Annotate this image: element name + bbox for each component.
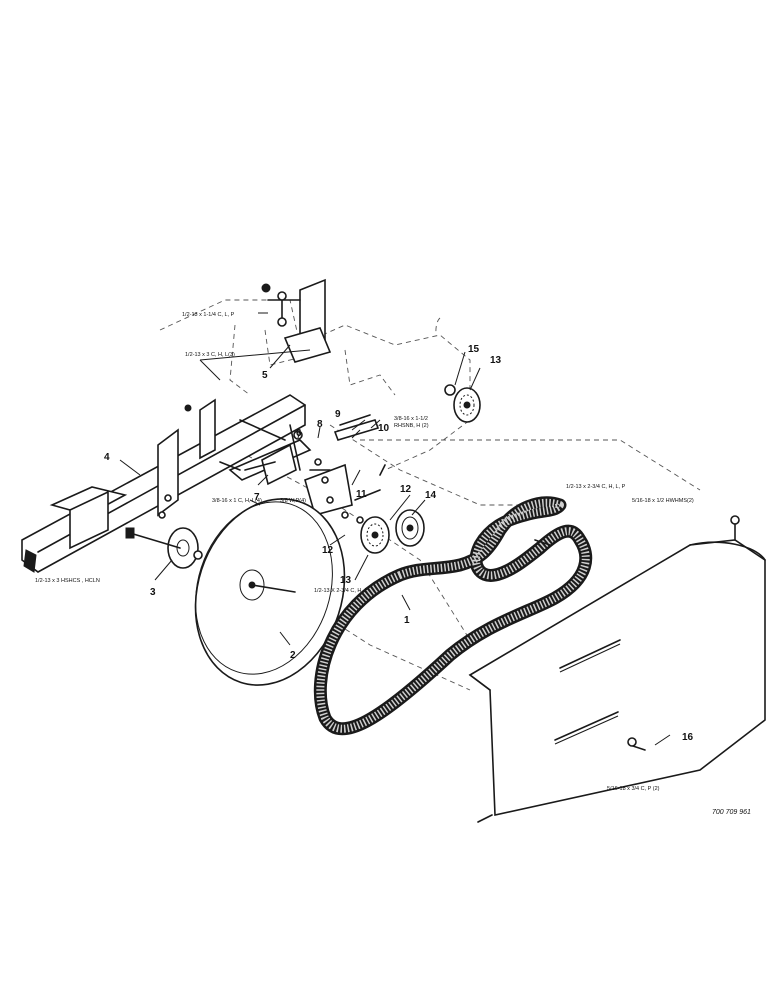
callout-15: 15 bbox=[468, 344, 480, 355]
figure-reference-number: 700 709 961 bbox=[712, 809, 751, 816]
callout-9: 9 bbox=[335, 409, 341, 420]
callout-10: 10 bbox=[378, 423, 390, 434]
callout-13-lower: 13 bbox=[340, 575, 352, 586]
hardware-label-4: 3/8-16 x 1 C, H, L(4) bbox=[212, 498, 262, 504]
callout-11: 11 bbox=[356, 489, 367, 500]
hardware-label-3b: RHSNB, H (2) bbox=[394, 423, 429, 429]
callout-2: 2 bbox=[290, 650, 296, 661]
callout-16: 16 bbox=[682, 732, 694, 743]
hardware-labels: 1/2-13 x 1-1/4 C, L, P 1/2-13 x 3 C, H, … bbox=[35, 312, 694, 792]
hardware-bolts bbox=[339, 414, 646, 751]
hardware-label-10: 5/16-18 x 3/4 C, P (2) bbox=[607, 786, 660, 792]
idler-pulley-right bbox=[395, 509, 425, 547]
hardware-label-6: 1/2-13 x 3 HSHCS , HCLN bbox=[35, 578, 100, 584]
upright-brackets bbox=[157, 398, 216, 519]
belt-shield bbox=[468, 515, 766, 823]
hardware-label-2: 1/2-13 x 3 C, H, L(3) bbox=[185, 352, 235, 358]
hardware-label-3: 3/8-16 x 1-1/2 bbox=[394, 416, 428, 422]
v-belt bbox=[313, 496, 593, 736]
large-sheave bbox=[194, 498, 346, 686]
callout-5: 5 bbox=[262, 370, 268, 381]
hardware-label-1: 1/2-13 x 1-1/4 C, L, P bbox=[182, 312, 235, 318]
top-mount-bracket bbox=[261, 278, 332, 363]
callout-1: 1 bbox=[404, 615, 410, 626]
callout-8: 8 bbox=[317, 419, 323, 430]
hardware-label-8: 1/2-13 x 2-3/4 C, H, L, P bbox=[566, 484, 626, 490]
tensioner-assembly bbox=[219, 419, 381, 524]
callout-12-upper: 12 bbox=[400, 484, 412, 495]
callout-7: 7 bbox=[254, 492, 260, 503]
idler-pulley-lower bbox=[360, 516, 390, 554]
leader-lines bbox=[119, 312, 671, 746]
callout-6: 6 bbox=[296, 428, 302, 439]
callout-4: 4 bbox=[104, 452, 110, 463]
callout-12-lower: 12 bbox=[322, 545, 334, 556]
callout-14: 14 bbox=[425, 490, 437, 501]
hardware-label-9: 5/16-18 x 1/2 HWHMS(2) bbox=[632, 498, 694, 504]
hardware-label-7: 1/2-13 X 2-3/4 C, H, L bbox=[314, 588, 368, 594]
hardware-label-5: 3/8 W,P(4) bbox=[280, 498, 306, 504]
idler-pulley-upper bbox=[444, 384, 481, 423]
sheave-hub bbox=[125, 527, 203, 569]
callout-numbers: 1 2 3 4 5 6 7 8 9 10 11 12 12 13 13 14 1… bbox=[104, 344, 694, 743]
callout-3: 3 bbox=[150, 587, 156, 598]
callout-13-upper: 13 bbox=[490, 355, 502, 366]
